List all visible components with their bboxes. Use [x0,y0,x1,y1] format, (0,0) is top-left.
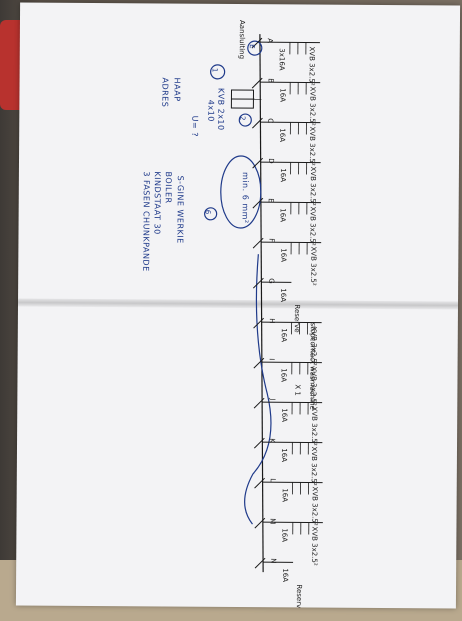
group-fuse: 16A [279,328,288,343]
note-line: 3 FASEN CHUNKPANDE [141,171,151,272]
group-cable: XVB 3x2.5² [310,446,319,486]
group-cable: XVB 3x2.5² [310,526,319,566]
group-id: L [268,478,277,483]
group-fuse: 16A [280,528,289,543]
switch-symbol [251,37,263,49]
group-id: N [269,558,278,564]
tag-label: ADRES [160,77,170,108]
group-fuse: 16A [279,288,288,303]
switch-symbol [252,117,263,129]
group-cable: XVB 3x2.5² [308,126,317,166]
tag-label: HAAP [172,77,182,102]
group-cable: XVB 3x2.5² [307,46,316,86]
group-id: E [266,198,275,203]
group-fuse: 16A [279,368,288,383]
switch-symbol [254,477,265,489]
group-cable: XVB 3x2.5² [308,246,318,286]
switch-symbol [253,437,265,449]
group-extra: X 1 [293,384,302,396]
box-tag: 6 [203,209,212,215]
switch-symbol [253,397,265,409]
group-fuse: 16A [278,88,287,103]
group-id: M [268,518,277,525]
group-id: J [268,398,277,401]
group-cable: XVB 3x2.5² [308,166,317,206]
group-fuse: 16A [279,248,288,263]
group-id: I [267,358,276,361]
group-fuse: 16A [279,408,289,423]
circle-label: 1 [210,67,219,73]
switch-symbol [251,77,263,89]
note-line: S-GINE WERKIE [175,175,185,244]
group-cable: XVB 3x2.5² [308,206,317,246]
schematic-drawing [204,34,323,573]
group-cable: XVB 3x2.5² [310,486,319,526]
group-id: A [265,38,274,44]
group-cable: XVB 3x2.5² [309,326,318,366]
group-fuse: 16A [280,488,289,503]
group-id: B [266,78,275,84]
group-extra: Reserve [294,584,303,609]
note-line: KINDSTAAT 30 [152,171,162,235]
group-id: C [266,118,275,124]
group-id: F [267,238,276,243]
document-title: Aansluiting [237,19,246,60]
group-cable: XVB 3x2.5² [309,366,318,406]
group-extra: Reserve [293,304,302,333]
group-fuse: 16A [278,168,287,183]
group-cable: XVB 3x2.5² [307,86,317,126]
group-id: H [267,318,276,324]
circle-label: 2 [238,115,247,121]
group-id: D [266,158,275,164]
supply-line: KVB 2x10 [216,87,226,131]
voltage-label: U= ? [190,115,200,138]
group-id: K [268,438,277,443]
circle-label: E [247,44,256,49]
switch-symbol [253,317,265,329]
switch-symbol [252,157,264,169]
group-cable: XVB 3x2.5² [309,406,319,446]
group-fuse: 16A [278,128,287,143]
group-fuse: 16A [280,448,289,463]
note-line: BOILER [163,171,173,204]
switch-symbol [254,557,266,569]
switch-symbol [253,357,265,369]
switch-symbol [252,237,264,249]
group-fuse: 16A [280,568,290,583]
box-note: min. 6 mm² [240,172,250,224]
group-fuse: 3x16A [277,48,286,71]
group-id: G [267,278,276,284]
switch-symbol [252,197,264,209]
supply-line: 4x10 [206,99,216,122]
switch-symbol [252,277,264,289]
switch-symbol [254,517,266,529]
group-fuse: 16A [278,208,287,223]
